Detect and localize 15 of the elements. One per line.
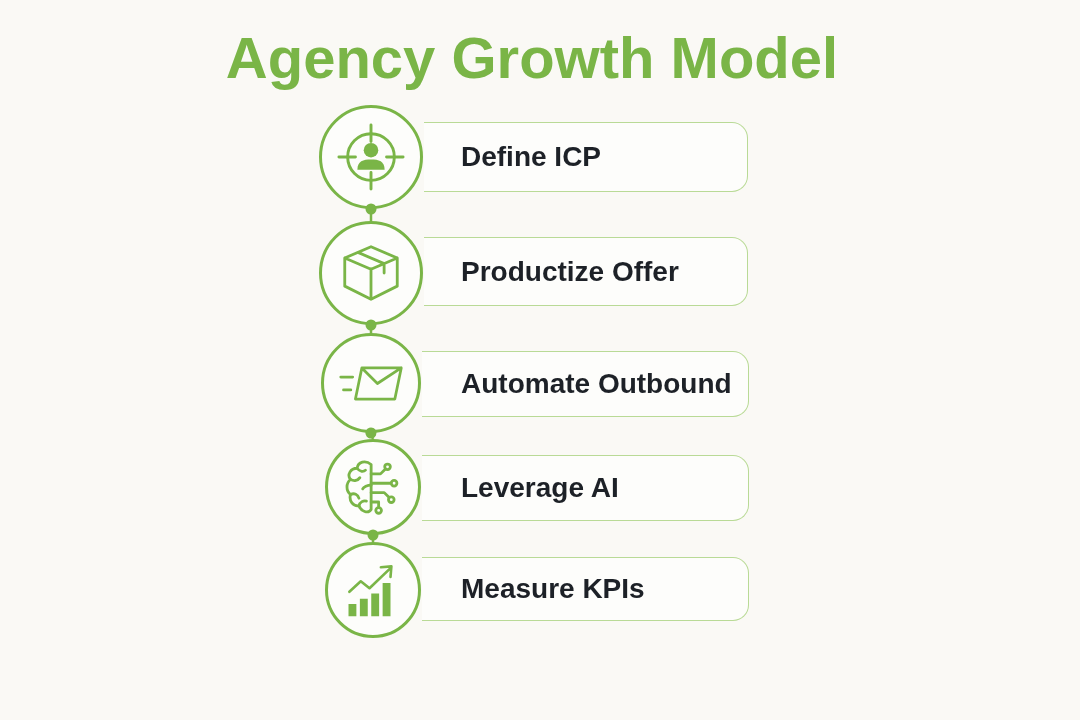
step-label: Measure KPIs <box>461 572 645 606</box>
step-card <box>424 237 748 306</box>
step-card <box>424 122 748 192</box>
connector-line <box>365 319 377 333</box>
connector-line <box>367 529 379 542</box>
connector-line <box>365 203 377 221</box>
step-label: Define ICP <box>461 140 602 174</box>
step-card <box>422 455 749 521</box>
step-label: Leverage AI <box>461 471 619 505</box>
step-label: Automate Outbound <box>461 367 732 401</box>
step-card <box>422 557 749 621</box>
title: Agency Growth Model <box>225 24 839 92</box>
step-label: Productize Offer <box>461 254 679 289</box>
step-card <box>422 351 749 417</box>
connector-line <box>365 427 377 440</box>
